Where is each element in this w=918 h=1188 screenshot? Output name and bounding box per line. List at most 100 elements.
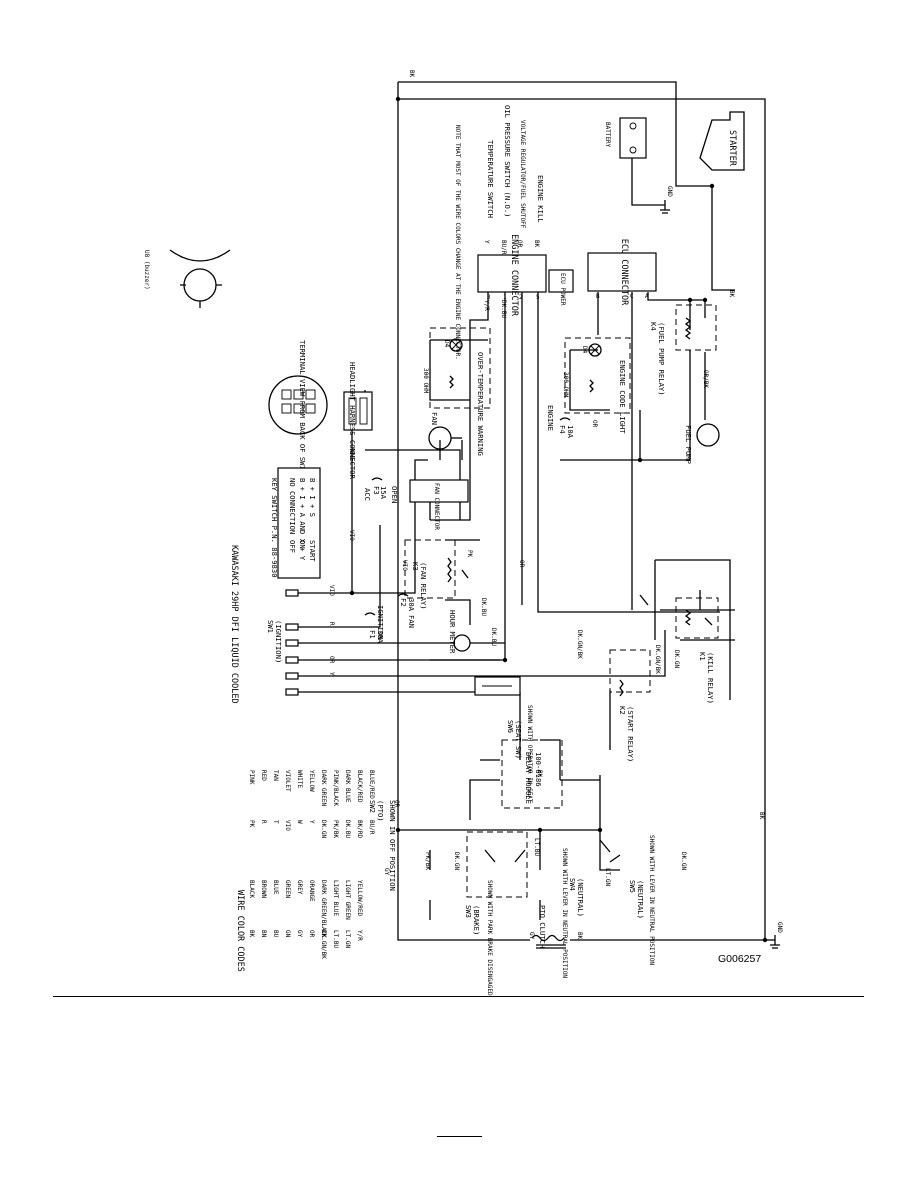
legend-code: BK/RD [356, 820, 363, 838]
svg-text:ACC: ACC [363, 488, 372, 501]
svg-text:LT.BU: LT.BU [533, 838, 540, 856]
delay-module-label: DELAY MODULE [524, 752, 533, 804]
svg-text:300 OHM: 300 OHM [562, 372, 569, 398]
svg-text:SW1: SW1 [266, 620, 275, 633]
legend-code: Y [308, 820, 315, 824]
legend-name: DARK GREEN/BLACK [320, 880, 327, 938]
svg-text:GND: GND [776, 922, 783, 933]
pin-5: 5 [536, 294, 540, 301]
legend-name: BLACK/RED [356, 770, 363, 803]
svg-text:HOUR METER: HOUR METER [448, 610, 457, 654]
svg-text:U8 (buzzer): U8 (buzzer) [143, 250, 150, 290]
svg-text:SHOWN WITH LEVER IN NEUTRAL PO: SHOWN WITH LEVER IN NEUTRAL POSITION [648, 835, 655, 965]
engine-code-lamp: D4 300 OHM ENGINE CODE LIGHT [562, 343, 627, 434]
buzzer-symbol: U8 (buzzer) [143, 249, 231, 308]
svg-text:DK.GN: DK.GN [453, 852, 460, 870]
legend-code: PK/BK [332, 820, 339, 838]
svg-text:R: R [328, 622, 335, 626]
legend-code: LT.GN [344, 930, 351, 948]
svg-text:SW2: SW2 [368, 800, 377, 813]
svg-text:(IGNITION): (IGNITION) [274, 620, 283, 663]
legend-code: BU [272, 930, 279, 938]
svg-text:FUEL PUMP: FUEL PUMP [684, 425, 693, 464]
legend-code: VIO [284, 820, 291, 831]
svg-text:GND: GND [666, 186, 673, 197]
svg-text:30A: 30A [376, 630, 385, 644]
legend-name: PINK/BLACK [332, 770, 339, 807]
svg-text:K4: K4 [649, 322, 658, 331]
legend-name: TAN [272, 770, 279, 781]
switch-labels: SW1 (IGNITION) SW2 (PTO) SHOWN IN OFF PO… [266, 620, 655, 996]
legend-name: YELLOW [308, 770, 315, 792]
delay-module-part: 100-6186 [534, 752, 543, 787]
svg-text:(PTO): (PTO) [376, 800, 385, 822]
svg-text:PTO CLUTCH: PTO CLUTCH [538, 905, 547, 948]
legend-name: BLUE [272, 880, 279, 895]
fan-motor-symbol: FAN [428, 412, 462, 450]
svg-text:BK: BK [758, 812, 765, 820]
svg-text:VIO: VIO [348, 530, 355, 541]
diagram-title: KAWASAKI 29HP DFI LIQUID COOLED [229, 545, 239, 704]
svg-text:300 OHM: 300 OHM [422, 368, 429, 394]
svg-text:GY: GY [528, 932, 535, 940]
svg-text:10A: 10A [566, 425, 575, 439]
legend-code: DK.GN [320, 820, 327, 838]
fuses: F1 30A IGNITION F2 30A FAN ACC F3 15A OP… [363, 405, 575, 644]
svg-text:30A: 30A [407, 598, 416, 612]
svg-text:SHOWN IN OFF POSITION: SHOWN IN OFF POSITION [388, 800, 397, 891]
starter-symbol [699, 111, 745, 171]
svg-text:SHOWN WITH LEVER IN NEUTRAL PO: SHOWN WITH LEVER IN NEUTRAL POSITION [561, 848, 568, 978]
ecu-pin-b: B [596, 293, 600, 300]
color-code-legend: WIRE COLOR CODES BKBLACKBNBROWNBUBLUEGNG… [235, 770, 375, 972]
legend-code: LT.BU [332, 930, 339, 948]
svg-text:IGNITION: IGNITION [376, 605, 385, 640]
svg-text:BU/R: BU/R [500, 240, 507, 255]
svg-text:K3: K3 [411, 562, 420, 571]
key-switch-table: KEY SWITCH P.N. 88-9830 OFF NO CONNECTIO… [270, 467, 321, 579]
engine-note: NOTE THAT MOST OF THE WIRE COLORS CHANGE… [454, 125, 461, 360]
dashed-enclosures [404, 304, 719, 898]
legend-code: DK.GN/BK [320, 930, 327, 959]
legend-name: BLUE/RED [368, 770, 375, 799]
ecu-power-label: ECU POWER [559, 273, 566, 306]
fan-connector-box [409, 479, 469, 503]
engine-connector-label: ENGINE CONNECTOR [509, 234, 519, 317]
wire-network [298, 81, 775, 941]
battery-label: BATTERY [604, 122, 611, 148]
svg-text:GY: GY [383, 868, 390, 876]
legend-name: LIGHT BLUE [332, 880, 339, 917]
engine-connector-lines: TEMPERATURE SWITCH OIL PRESSURE SWITCH (… [454, 105, 545, 360]
legend-name: DARK BLUE [344, 770, 351, 803]
legend-name: DARK GREEN [320, 770, 327, 807]
svg-text:DK.GN: DK.GN [680, 852, 687, 870]
svg-text:Y: Y [328, 672, 335, 676]
svg-text:DK.GN/BK: DK.GN/BK [654, 645, 661, 674]
legend-code: BK [248, 930, 255, 938]
k1-coil [684, 609, 692, 626]
starter-label: STARTER [727, 130, 737, 167]
svg-text:PK/BK: PK/BK [424, 852, 431, 870]
svg-text:VOLTAGE REGULATOR/FUEL SHUTOFF: VOLTAGE REGULATOR/FUEL SHUTOFF [519, 120, 526, 229]
svg-text:ENGINE: ENGINE [546, 405, 555, 431]
svg-text:(FUEL PUMP RELAY): (FUEL PUMP RELAY) [657, 322, 666, 396]
switch-contacts [461, 569, 713, 863]
svg-text:ENGINE KILL: ENGINE KILL [536, 175, 545, 223]
svg-text:F1: F1 [368, 630, 377, 639]
ecu-connector-label: ECU CONNECTOR [619, 239, 629, 306]
horizontal-rule [53, 996, 864, 997]
svg-text:SW5: SW5 [628, 880, 637, 893]
svg-text:Y/R: Y/R [483, 300, 490, 311]
legend-code: T [272, 820, 279, 824]
svg-text:SW4: SW4 [568, 878, 577, 891]
legend-name: RED [260, 770, 267, 781]
svg-text:SW3: SW3 [464, 905, 473, 918]
junction-dots [349, 96, 768, 943]
legend-code: OR [308, 930, 315, 938]
svg-text:FAN: FAN [430, 412, 439, 425]
legend-code: DK.BU [344, 820, 351, 838]
svg-text:TERMINAL VIEW FROM BACK OF SWI: TERMINAL VIEW FROM BACK OF SWITCH [298, 340, 307, 483]
svg-text:NO CONNECTION: NO CONNECTION [288, 478, 297, 534]
svg-text:K1: K1 [698, 652, 707, 661]
svg-text:DK.BU: DK.BU [490, 628, 497, 646]
legend-code: R [260, 820, 267, 824]
